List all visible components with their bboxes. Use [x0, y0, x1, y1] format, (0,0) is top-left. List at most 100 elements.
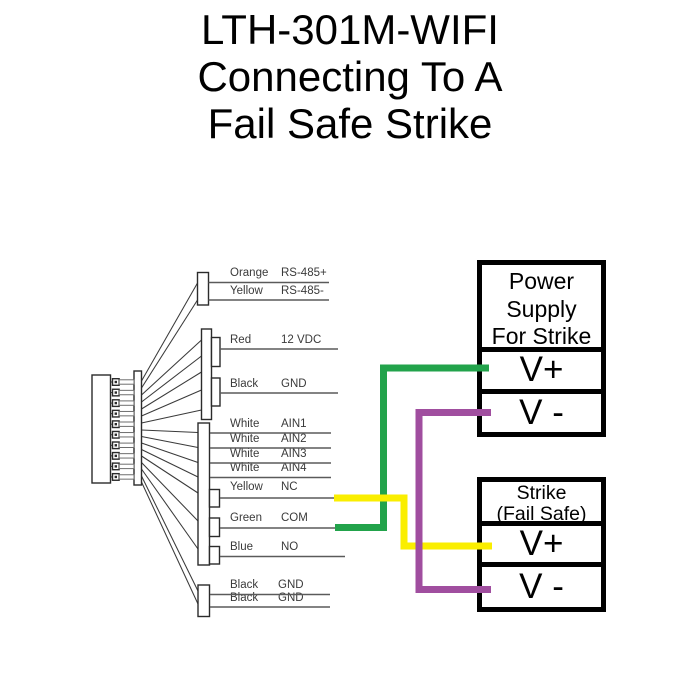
wire-color-label: Black — [230, 378, 259, 390]
pin-hole — [114, 444, 117, 447]
title-line-2: Connecting To A — [197, 53, 503, 100]
strike-vplus-terminal: V+ — [477, 521, 606, 567]
pigtail-block-gnd — [197, 584, 211, 618]
pigtail-latch-no — [208, 545, 221, 565]
pigtail-block-rs485 — [196, 271, 210, 306]
wire-color-label: Red — [230, 334, 252, 346]
fan-wire-line — [141, 339, 202, 396]
pin-square — [111, 462, 120, 471]
pin-contact — [118, 453, 135, 459]
wire-color-label: Orange — [230, 267, 269, 279]
wire-signal-label: NC — [281, 481, 298, 493]
pin-square — [111, 441, 120, 450]
wire-color-label: White — [230, 418, 260, 430]
connector-pins — [110, 378, 135, 481]
wire-signal-label: AIN3 — [281, 448, 307, 460]
pin-contact — [118, 410, 135, 417]
wire-color-label: White — [230, 433, 260, 445]
fan-wire-line — [141, 435, 199, 449]
title-line-1: LTH-301M-WIFI — [201, 6, 499, 53]
wire-signal-label: NO — [281, 541, 299, 553]
wire-color-label: Black — [230, 579, 259, 591]
pin-square — [111, 451, 120, 460]
pin-hole — [114, 423, 117, 426]
connector-body — [91, 374, 112, 484]
pigtail-latch-red — [210, 336, 221, 368]
wire-signal-label: RS-485+ — [281, 267, 327, 279]
power-supply-title-line: Supply — [506, 295, 577, 322]
power-supply-vplus-terminal: V+ — [477, 347, 606, 394]
fan-wire-line — [141, 355, 202, 403]
fan-wire-line — [141, 282, 198, 382]
wire-color-label: Blue — [230, 541, 254, 553]
pin-square — [111, 399, 120, 408]
pin-hole — [114, 454, 117, 458]
wire-signal-label: RS-485- — [281, 285, 324, 297]
pin-contact — [118, 463, 135, 470]
title-line-3: Fail Safe Strike — [207, 100, 493, 147]
fan-wire-line — [141, 409, 202, 424]
pin-square — [111, 378, 120, 387]
strike-title-line: Strike — [516, 482, 567, 504]
pigtail-latch-nc — [208, 488, 221, 508]
wire-signal-label: AIN2 — [281, 433, 307, 445]
strike-title-line: (Fail Safe) — [496, 502, 587, 525]
wire-color-label: White — [230, 448, 260, 460]
pin-contact — [118, 379, 135, 385]
fan-wire-line — [141, 455, 199, 494]
pin-contact — [118, 389, 135, 396]
wire-color-label: Green — [230, 512, 262, 524]
pigtail-latch-black — [210, 377, 221, 407]
wire-signal-label: GND — [278, 592, 304, 604]
pigtail-latch-com — [208, 517, 221, 538]
pigtail-block-power — [200, 328, 213, 421]
fan-wire-line — [141, 429, 199, 434]
wire-color-label: Black — [230, 592, 259, 604]
strike-vminus-terminal: V - — [477, 562, 606, 612]
power-supply-title-line: For Strike — [491, 323, 592, 349]
wire-color-label: White — [230, 462, 260, 474]
pin-square — [111, 388, 120, 397]
fan-wire-line — [141, 468, 199, 550]
pin-contact — [118, 432, 135, 438]
wire-signal-label: AIN1 — [281, 418, 307, 430]
pin-square — [111, 409, 120, 418]
wire-color-label: Yellow — [230, 481, 263, 493]
power-supply-vminus-terminal: V - — [477, 389, 606, 437]
wire-signal-label: 12 VDC — [281, 334, 322, 346]
pin-hole — [114, 475, 117, 479]
pin-hole — [114, 391, 117, 394]
yellow-nc-to-strike-vplus-wire — [334, 494, 492, 550]
fan-out-wires — [141, 282, 202, 605]
pigtail-block-io — [197, 422, 211, 566]
page-title: LTH-301M-WIFI Connecting To A Fail Safe … — [0, 6, 700, 147]
pin-contact — [118, 442, 135, 449]
fan-wire-line — [141, 371, 202, 410]
fan-wire-line — [141, 442, 199, 463]
pin-hole — [114, 433, 117, 436]
wire-signal-label: COM — [281, 512, 308, 524]
wire-lines — [208, 281, 345, 608]
pin-contact — [118, 400, 135, 406]
green-com-to-power-vplus-wire — [335, 364, 489, 531]
pin-square — [111, 420, 120, 429]
strike-box-header: Strike (Fail Safe) — [477, 477, 606, 526]
fan-wire-line — [141, 462, 199, 522]
fan-wire-line — [141, 299, 198, 389]
connector-bar — [133, 370, 143, 486]
pin-hole — [114, 412, 117, 415]
pin-contact — [118, 474, 135, 480]
power-supply-box-header: Power Supply For Strike — [477, 260, 606, 352]
fan-wire-line — [141, 481, 199, 605]
wire-color-label: Yellow — [230, 285, 263, 297]
pin-square — [111, 430, 120, 439]
pin-hole — [114, 380, 117, 384]
pin-hole — [114, 465, 117, 468]
fan-wire-line — [141, 475, 199, 592]
wire-signal-label: GND — [281, 378, 307, 390]
pin-hole — [114, 401, 117, 405]
pin-square — [111, 472, 120, 481]
power-supply-title-line: Power — [508, 268, 575, 294]
fan-wire-line — [141, 389, 202, 417]
